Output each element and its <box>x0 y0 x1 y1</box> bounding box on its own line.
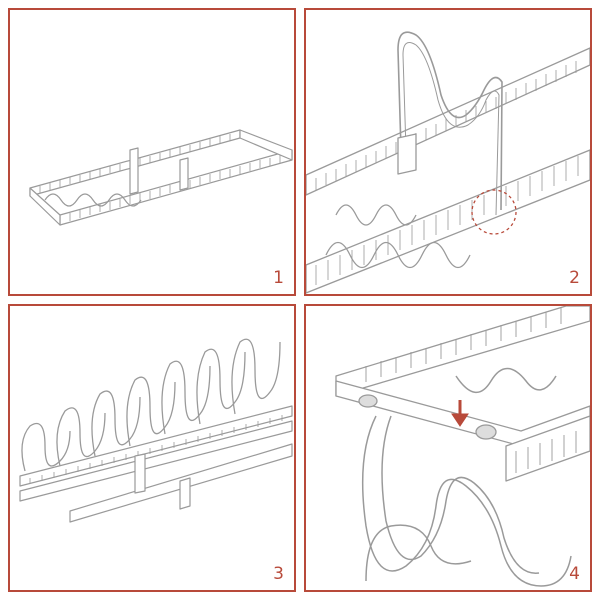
step-number: 2 <box>569 268 580 288</box>
clip-detail-icon <box>335 306 590 587</box>
step-number: 3 <box>273 564 284 584</box>
expandable-rack-icon <box>29 129 293 226</box>
step-3-panel: 3 <box>8 304 296 592</box>
step-1-panel: 1 <box>8 8 296 296</box>
step-number: 1 <box>273 268 284 288</box>
step-4-panel: 4 <box>304 304 592 592</box>
step-2-panel: 2 <box>304 8 592 296</box>
step-number: 4 <box>569 564 580 584</box>
assembled-rack-icon <box>19 338 293 523</box>
wave-divider-insert-icon <box>306 31 590 294</box>
